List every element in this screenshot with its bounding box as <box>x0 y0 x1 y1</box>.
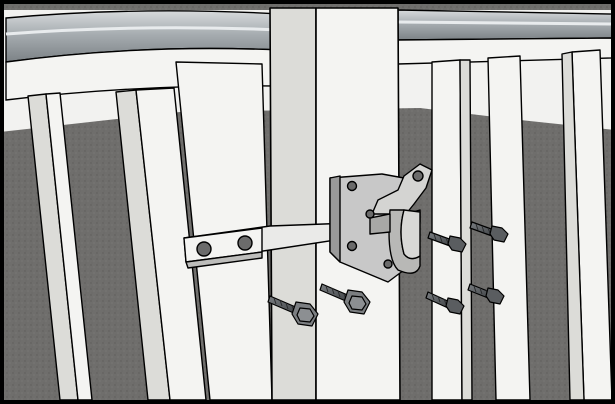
bar-hole-2 <box>238 236 252 250</box>
bar-hole-1 <box>197 242 211 256</box>
catch-hole-top <box>413 171 423 181</box>
bracket-hole-3 <box>384 260 392 268</box>
bracket-hole-2 <box>348 242 357 251</box>
catch-pivot <box>366 210 374 218</box>
bracket-hole-1 <box>348 182 357 191</box>
